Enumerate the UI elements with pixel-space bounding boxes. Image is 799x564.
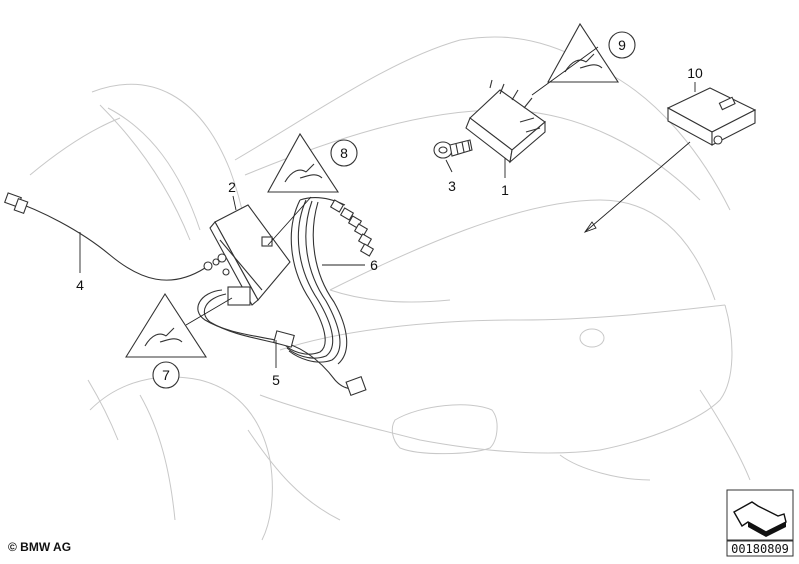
callout-4: 4 <box>76 277 84 293</box>
diagram-code-box <box>726 540 794 557</box>
wiring-harness-6 <box>284 196 375 365</box>
plug-warning-icon-9 <box>547 22 620 83</box>
module-2-connector <box>227 286 251 306</box>
callout-labels: 1 2 3 4 5 6 7 8 9 10 <box>76 37 703 388</box>
harness-connector <box>273 330 295 348</box>
plug-warning-icon-7 <box>125 292 208 358</box>
callout-6: 6 <box>370 257 378 273</box>
connector-strip <box>329 199 375 257</box>
control-unit-10 <box>666 87 757 146</box>
wiring-harness-5 <box>197 289 367 397</box>
car-outline <box>29 36 751 541</box>
callout-8: 8 <box>340 145 348 161</box>
callout-circle-8 <box>330 139 358 167</box>
leader-lines <box>79 46 696 368</box>
screw-3 <box>433 139 473 159</box>
diagram-code: 00180809 <box>731 542 789 556</box>
callout-3: 3 <box>448 178 456 194</box>
callout-10: 10 <box>687 65 703 81</box>
callout-1: 1 <box>501 182 509 198</box>
copyright-text: © BMW AG <box>8 540 71 554</box>
module-1 <box>465 79 546 164</box>
callout-7: 7 <box>162 367 170 383</box>
module-2 <box>209 204 291 306</box>
navigation-arrow-icon[interactable] <box>726 489 794 541</box>
plug-warning-icon-8 <box>267 132 340 193</box>
harness-end-plug <box>345 375 367 397</box>
callout-circle-9 <box>608 31 636 59</box>
callout-9: 9 <box>618 37 626 53</box>
callout-circle-7 <box>152 361 180 389</box>
antenna-cable-4 <box>4 192 220 281</box>
callout-2: 2 <box>228 179 236 195</box>
callout-5: 5 <box>272 372 280 388</box>
